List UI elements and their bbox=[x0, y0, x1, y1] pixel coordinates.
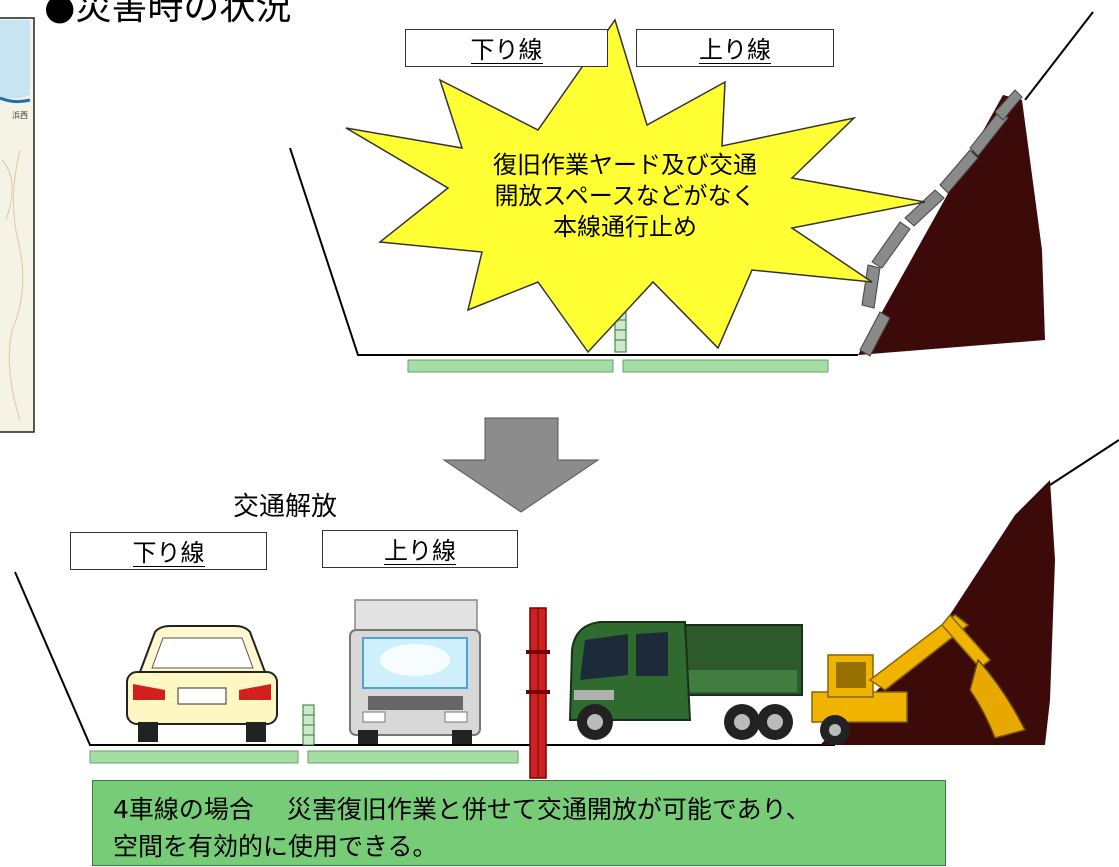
traffic-open-label: 交通解放 bbox=[233, 492, 338, 522]
summary-note: 4車線の場合 災害復旧作業と併せて交通開放が可能であり、 空間を有効的に使用でき… bbox=[92, 780, 946, 866]
car bbox=[126, 625, 278, 742]
after-cross-section bbox=[14, 439, 1119, 779]
warning-burst bbox=[345, 18, 926, 354]
after-lane-marking-left bbox=[89, 750, 299, 764]
before-lane-text-down: 下り線 bbox=[470, 35, 543, 64]
burst-line-3: 本線通行止め bbox=[553, 213, 697, 241]
after-lane-marking-right bbox=[307, 750, 519, 764]
after-lane-text-down: 下り線 bbox=[132, 538, 205, 567]
before-lane-label-up: 上り線 bbox=[636, 29, 834, 67]
box-truck bbox=[349, 599, 481, 744]
burst-line-1: 復旧作業ヤード及び交通 bbox=[493, 151, 757, 179]
before-road-outline bbox=[289, 147, 858, 356]
dump-truck bbox=[568, 621, 803, 740]
before-lane-text-up: 上り線 bbox=[699, 35, 771, 64]
summary-note-line-1: 4車線の場合 災害復旧作業と併せて交通開放が可能であり、 bbox=[113, 795, 811, 824]
after-lane-label-down: 下り線 bbox=[70, 532, 267, 570]
slope-protection-blocks bbox=[859, 89, 1023, 357]
map-inset: 浜西 bbox=[0, 17, 35, 433]
before-cross-section bbox=[289, 11, 1094, 373]
page-title: ●災害時の状況 bbox=[44, 0, 292, 28]
after-slope bbox=[820, 480, 1055, 745]
warning-burst-text: 復旧作業ヤード及び交通 開放スペースなどがなく 本線通行止め bbox=[440, 150, 810, 243]
transition-arrow bbox=[442, 417, 600, 513]
before-lane-label-down: 下り線 bbox=[405, 29, 608, 67]
after-median-pole bbox=[302, 704, 315, 746]
before-lane-marking-left bbox=[407, 359, 614, 373]
after-lane-label-up: 上り線 bbox=[322, 530, 518, 568]
map-inset-label: 浜西 bbox=[12, 110, 28, 120]
after-road-outline bbox=[14, 571, 835, 746]
excavator bbox=[811, 613, 1027, 745]
after-lane-text-up: 上り線 bbox=[384, 536, 456, 565]
before-lane-marking-right bbox=[622, 359, 829, 373]
before-slope bbox=[858, 95, 1045, 355]
burst-line-2: 開放スペースなどがなく bbox=[494, 182, 756, 210]
summary-note-line-2: 空間を有効的に使用できる。 bbox=[113, 832, 438, 861]
central-barrier bbox=[526, 607, 550, 779]
